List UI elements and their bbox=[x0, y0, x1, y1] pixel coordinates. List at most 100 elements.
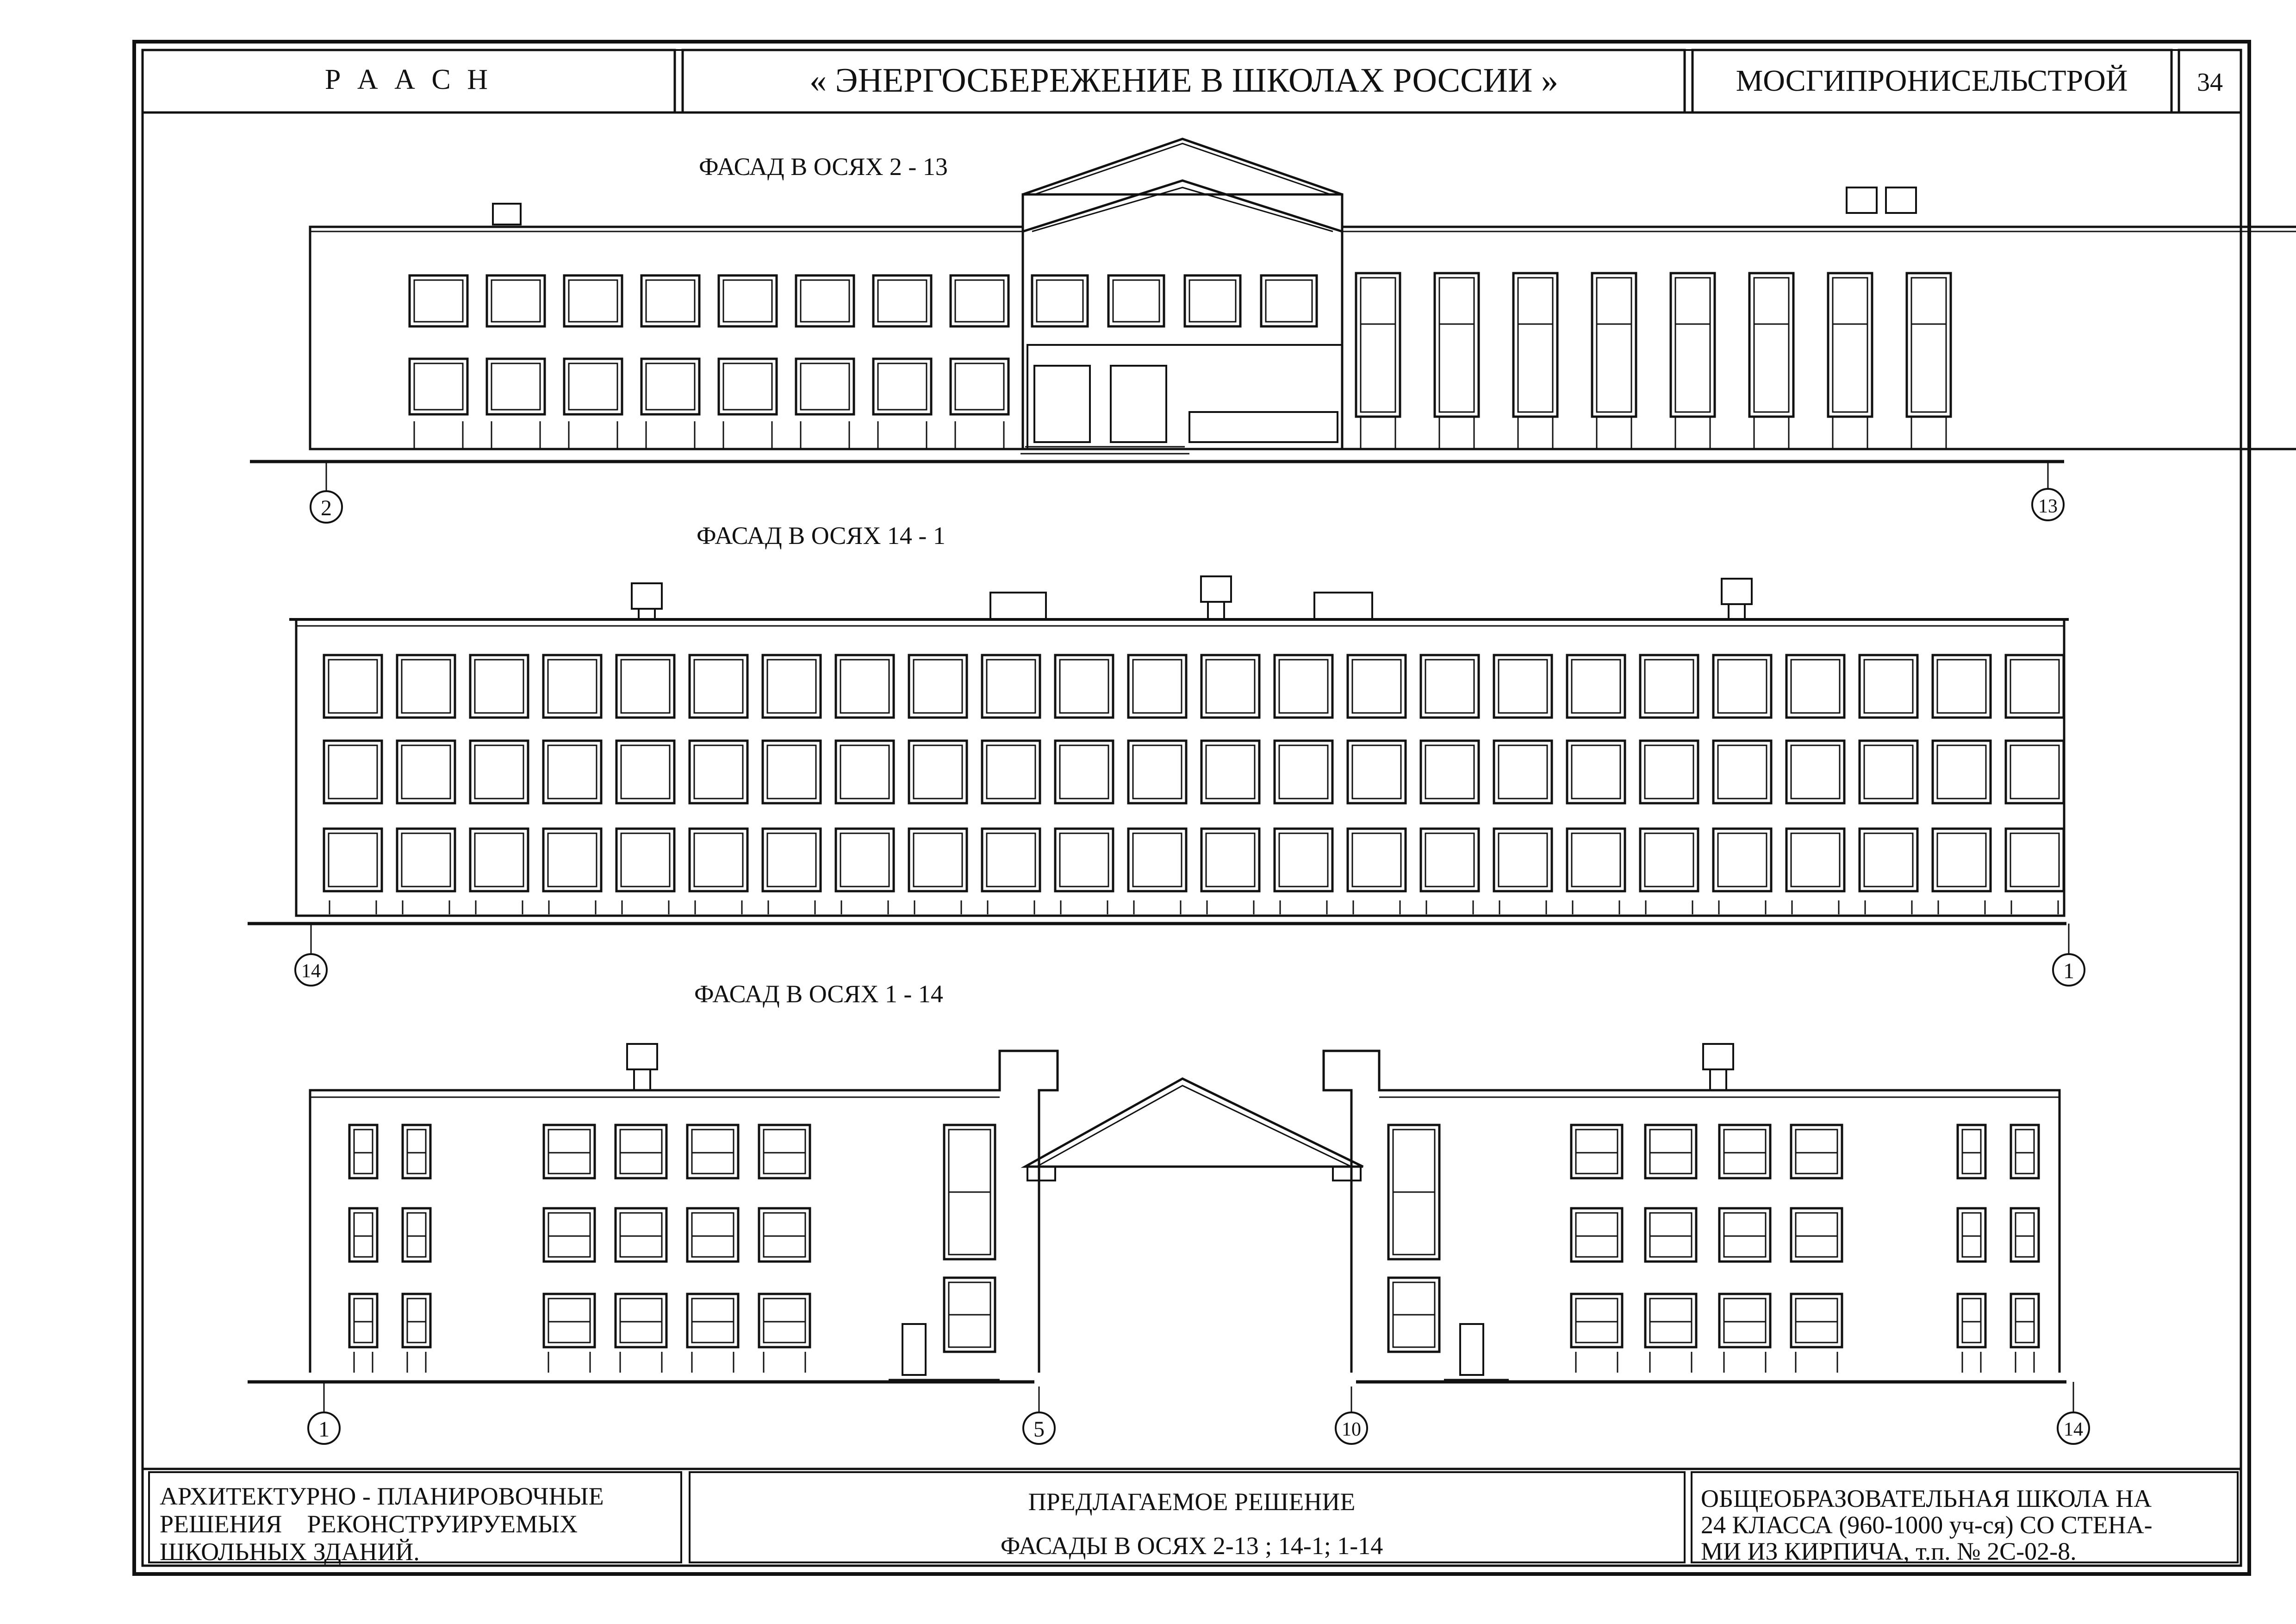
axis-label-14: 14 bbox=[301, 961, 321, 982]
facade-window bbox=[1419, 827, 1480, 893]
facade-window bbox=[1346, 827, 1407, 893]
facade-window bbox=[908, 739, 968, 805]
facade-window bbox=[943, 1124, 996, 1261]
facade-window bbox=[2010, 1207, 2040, 1263]
facade-window bbox=[1031, 274, 1089, 328]
facade-window bbox=[1273, 739, 1334, 805]
facade-window bbox=[542, 827, 603, 893]
facade-window bbox=[1858, 739, 1919, 805]
header-page-number: 34 bbox=[2197, 68, 2223, 97]
elevation-3-caption: ФАСАД В ОСЯХ 1 - 14 bbox=[694, 980, 943, 1008]
facade-window bbox=[1718, 1124, 1772, 1180]
facade-window bbox=[758, 1124, 811, 1180]
facade-window bbox=[1858, 827, 1919, 893]
facade-window bbox=[1433, 272, 1480, 418]
facade-window bbox=[1054, 654, 1114, 719]
facade-window bbox=[1712, 827, 1773, 893]
footer-right-line-2: 24 КЛАССА (960-1000 уч-ся) СО СТЕНА- bbox=[1701, 1511, 2153, 1539]
facade-window bbox=[688, 827, 749, 893]
facade-window bbox=[1566, 654, 1626, 719]
facade-window bbox=[1639, 654, 1699, 719]
facade-window bbox=[1591, 272, 1637, 418]
facade-window bbox=[2004, 739, 2065, 805]
axis-label-5: 5 bbox=[1033, 1417, 1045, 1442]
facade-window bbox=[1346, 654, 1407, 719]
facade-window bbox=[1200, 739, 1261, 805]
facade-window bbox=[717, 274, 778, 328]
facade-window bbox=[485, 357, 546, 416]
facade-window bbox=[1712, 654, 1773, 719]
facade-window bbox=[614, 1124, 668, 1180]
facade-window bbox=[1260, 274, 1318, 328]
axis-label-1b: 1 bbox=[318, 1417, 330, 1442]
facade-window bbox=[1127, 654, 1188, 719]
facade-window bbox=[1387, 1124, 1441, 1261]
facade-window bbox=[1931, 654, 1992, 719]
facade-window bbox=[1644, 1124, 1698, 1180]
facade-window bbox=[1355, 272, 1401, 418]
facade-window bbox=[1644, 1293, 1698, 1349]
footer-center-subtitle: ФАСАДЫ В ОСЯХ 2-13 ; 14-1; 1-14 bbox=[1001, 1532, 1383, 1560]
facade-window bbox=[834, 827, 895, 893]
facade-window bbox=[1785, 827, 1846, 893]
facade-window bbox=[761, 654, 822, 719]
facade-window bbox=[542, 739, 603, 805]
facade-window bbox=[542, 1124, 596, 1180]
facade-window bbox=[872, 357, 933, 416]
elevation-2-windows bbox=[323, 654, 2065, 914]
facade-window bbox=[614, 1293, 668, 1349]
facade-window bbox=[1858, 654, 1919, 719]
facade-window bbox=[717, 357, 778, 416]
facade-window bbox=[1273, 654, 1334, 719]
facade-window bbox=[469, 739, 529, 805]
elevation-3-axes: 1 5 10 14 bbox=[307, 1382, 2090, 1445]
elevation-2-caption: ФАСАД В ОСЯХ 14 - 1 bbox=[697, 522, 946, 550]
facade-window bbox=[688, 739, 749, 805]
facade-window bbox=[686, 1293, 740, 1349]
facade-window bbox=[401, 1124, 432, 1180]
elevation-3 bbox=[248, 1043, 2066, 1384]
facade-window bbox=[758, 1293, 811, 1349]
facade-window bbox=[1956, 1207, 1987, 1263]
facade-window bbox=[348, 1207, 379, 1263]
facade-window bbox=[542, 654, 603, 719]
facade-window bbox=[688, 654, 749, 719]
facade-window bbox=[615, 827, 676, 893]
elevation-1-windows bbox=[408, 272, 1952, 448]
facade-window bbox=[469, 654, 529, 719]
facade-window bbox=[2004, 827, 2065, 893]
footer-left-line-1: АРХИТЕКТУРНО - ПЛАНИРОВОЧНЫЕ bbox=[160, 1482, 604, 1510]
facade-window bbox=[563, 274, 623, 328]
facade-window bbox=[396, 827, 456, 893]
facade-window bbox=[1200, 827, 1261, 893]
facade-window bbox=[981, 827, 1041, 893]
elevation-2-axes: 14 1 bbox=[294, 924, 2085, 987]
elevation-1 bbox=[250, 137, 2296, 463]
facade-window bbox=[348, 1124, 379, 1180]
footer-center-title: ПРЕДЛАГАЕМОЕ РЕШЕНИЕ bbox=[1028, 1488, 1356, 1516]
facade-window bbox=[761, 739, 822, 805]
facade-window bbox=[1493, 654, 1553, 719]
facade-window bbox=[1931, 827, 1992, 893]
facade-window bbox=[1419, 739, 1480, 805]
facade-window bbox=[1570, 1124, 1624, 1180]
facade-window bbox=[2010, 1124, 2040, 1180]
facade-window bbox=[1566, 827, 1626, 893]
facade-window bbox=[1956, 1293, 1987, 1349]
facade-window bbox=[1566, 739, 1626, 805]
facade-window bbox=[1346, 739, 1407, 805]
header-org: Р А А С Н bbox=[325, 64, 492, 95]
header-title: « ЭНЕРГОСБЕРЕЖЕНИЕ В ШКОЛАХ РОССИИ » bbox=[809, 62, 1558, 100]
facade-window bbox=[908, 654, 968, 719]
facade-window bbox=[872, 274, 933, 328]
facade-window bbox=[795, 357, 855, 416]
facade-window bbox=[485, 274, 546, 328]
facade-window bbox=[1200, 654, 1261, 719]
facade-window bbox=[1956, 1124, 1987, 1180]
facade-window bbox=[348, 1293, 379, 1349]
facade-window bbox=[1570, 1293, 1624, 1349]
facade-window bbox=[834, 739, 895, 805]
facade-window bbox=[1107, 274, 1165, 328]
facade-window bbox=[1905, 272, 1952, 418]
